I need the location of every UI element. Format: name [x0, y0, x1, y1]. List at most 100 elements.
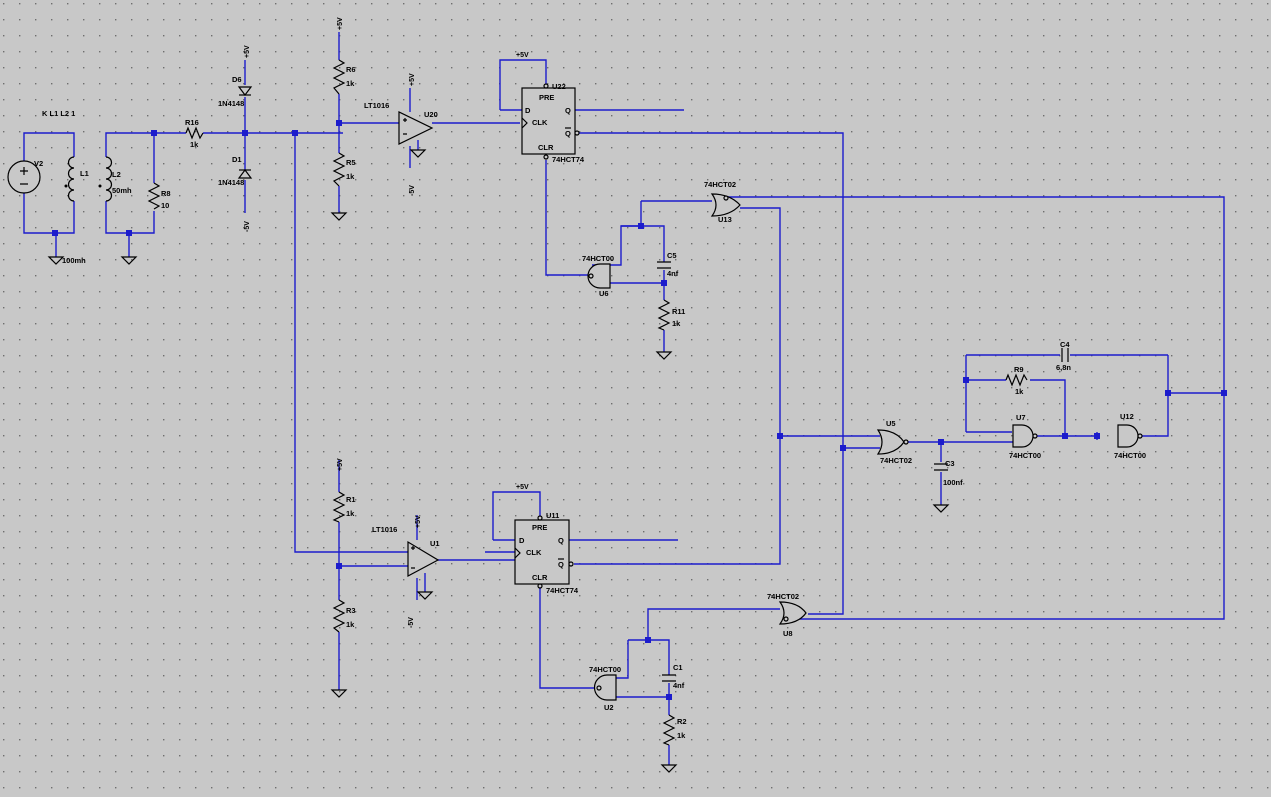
resistor-r2[interactable]: [662, 714, 676, 746]
label-c4: C4: [1060, 340, 1070, 349]
label-u5-type: 74HCT02: [880, 456, 912, 465]
label-u11: U11: [546, 511, 559, 520]
diode-d6[interactable]: [237, 86, 253, 96]
label-l2: L2: [112, 170, 121, 179]
nand-gate-u6[interactable]: [587, 263, 611, 289]
rail-d1-m5: -5V: [244, 221, 251, 232]
label-u6: U6: [599, 289, 609, 298]
label-r16: R16: [185, 118, 199, 127]
capacitor-c5[interactable]: [657, 261, 671, 269]
u22-pin-pre: PRE: [539, 93, 554, 102]
label-c5-value: 4nf: [667, 269, 679, 278]
label-u7-type: 74HCT00: [1009, 451, 1041, 460]
nand-gate-u12[interactable]: [1117, 424, 1143, 448]
label-d6: D6: [232, 75, 242, 84]
rail-u20-m5: -5V: [409, 185, 416, 196]
u11-pin-d: D: [519, 536, 525, 545]
label-r8-value: 10: [161, 201, 169, 210]
rail-u11-p5: +5V: [516, 484, 529, 491]
label-u2-type: 74HCT00: [589, 665, 621, 674]
label-c3: C3: [945, 459, 955, 468]
resistor-r1[interactable]: [332, 491, 346, 523]
label-d1-value: 1N4148: [218, 178, 244, 187]
resistor-r6[interactable]: [332, 59, 346, 95]
label-r6-value: 1k: [346, 79, 355, 88]
u11-pin-clk: CLK: [526, 548, 542, 557]
u22-pin-d: D: [525, 106, 531, 115]
rail-r1-p5: +5V: [337, 458, 344, 471]
label-c3-value: 100nf: [943, 478, 963, 487]
inductor-l2[interactable]: [98, 156, 113, 202]
label-r6: R6: [346, 65, 356, 74]
label-d1: D1: [232, 155, 242, 164]
u22-pin-q: Q: [565, 106, 571, 115]
label-u13: U13: [718, 215, 732, 224]
label-u20-type: LT1016: [364, 101, 389, 110]
inductor-l1[interactable]: [64, 156, 75, 202]
label-c4-value: 6,8n: [1056, 363, 1071, 372]
label-c1: C1: [673, 663, 683, 672]
label-r3-value: 1k: [346, 620, 355, 629]
flipflop-pin-labels: PRE D Q CLK Q CLR PRE D Q CLK Q CLR: [519, 93, 571, 582]
label-r9: R9: [1014, 365, 1024, 374]
u22-pin-clk: CLK: [532, 118, 548, 127]
label-l2-value: 50mh: [112, 186, 132, 195]
u22-pin-qbar: Q: [565, 129, 571, 138]
comparator-u20[interactable]: [398, 111, 434, 145]
u11-pin-qbar: Q: [558, 560, 564, 569]
label-u22-type: 74HCT74: [552, 155, 585, 164]
label-r1: R1: [346, 495, 356, 504]
capacitor-c1[interactable]: [662, 674, 676, 682]
rail-labels: +5V -5V +5V +5V -5V +5V +5V +5V -5V +5V: [244, 17, 529, 628]
nor-gate-u5[interactable]: [876, 429, 909, 455]
label-r2: R2: [677, 717, 687, 726]
label-r2-value: 1k: [677, 731, 686, 740]
resistor-r9[interactable]: [1005, 373, 1028, 387]
rail-u22-p5: +5V: [516, 52, 529, 59]
flipflop-u22[interactable]: [521, 83, 580, 160]
nand-gate-u2[interactable]: [593, 674, 617, 701]
label-r8: R8: [161, 189, 171, 198]
u11-pin-pre: PRE: [532, 523, 547, 532]
resistor-r5[interactable]: [332, 152, 346, 187]
resistor-r3[interactable]: [332, 599, 346, 633]
ground-symbols: [47, 149, 950, 773]
label-u8-type: 74HCT02: [767, 592, 799, 601]
flipflop-u11[interactable]: [514, 515, 574, 589]
label-u5: U5: [886, 419, 896, 428]
label-u6-type: 74HCT00: [582, 254, 614, 263]
rail-d6-p5: +5V: [244, 45, 251, 58]
diode-d1[interactable]: [237, 169, 253, 179]
label-r5: R5: [346, 158, 356, 167]
resistor-r8[interactable]: [147, 182, 161, 210]
label-v2: V2: [34, 159, 43, 168]
u11-pin-clr: CLR: [532, 573, 548, 582]
component-labels: K L1 L2 1 V2 L1 100mh L2 50mh R8 10 R16 …: [34, 65, 1146, 740]
nand-gate-u7[interactable]: [1012, 424, 1038, 448]
nor-gate-u13[interactable]: [710, 193, 741, 217]
label-u7: U7: [1016, 413, 1026, 422]
label-u1-type: LT1016: [372, 525, 397, 534]
label-c1-value: 4nf: [673, 681, 685, 690]
label-r11: R11: [672, 307, 685, 316]
label-d6-value: 1N4148: [218, 99, 244, 108]
capacitor-c4[interactable]: [1061, 348, 1069, 362]
label-u12-type: 74HCT00: [1114, 451, 1146, 460]
label-u20: U20: [424, 110, 438, 119]
resistor-r11[interactable]: [657, 299, 671, 331]
nor-gate-u8[interactable]: [778, 601, 807, 625]
junctions: [52, 120, 1227, 700]
rail-r6-p5: +5V: [337, 17, 344, 30]
comparator-u1[interactable]: [407, 540, 440, 577]
resistor-r16[interactable]: [185, 126, 204, 140]
label-u22: U22: [552, 82, 566, 91]
label-c5: C5: [667, 251, 677, 260]
capacitor-c3[interactable]: [934, 463, 948, 471]
label-r16-value: 1k: [190, 140, 199, 149]
label-u8: U8: [783, 629, 793, 638]
voltage-source-v2[interactable]: [7, 160, 41, 194]
label-u1: U1: [430, 539, 440, 548]
rail-u20-p5: +5V: [409, 73, 416, 86]
rail-u1-m5: -5V: [408, 617, 415, 628]
